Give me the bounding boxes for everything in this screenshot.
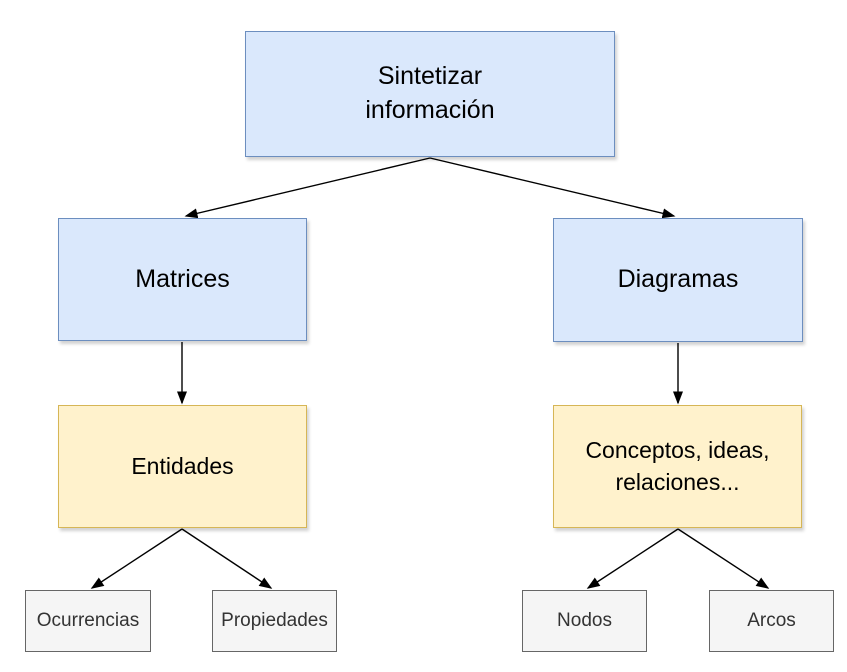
connector-conceptos-arcos: [677, 528, 770, 589]
node-arcos: Arcos: [709, 590, 834, 652]
connector-root-matrices: [184, 157, 431, 219]
node-matrices: Matrices: [58, 218, 307, 341]
connector-entidades-propiedades: [181, 528, 273, 589]
node-ocurrencias: Ocurrencias: [25, 590, 151, 652]
connector-root-diagramas: [429, 157, 676, 219]
node-diagramas: Diagramas: [553, 218, 803, 342]
node-conceptos-ideas-relaciones: Conceptos, ideas, relaciones...: [553, 405, 802, 528]
node-nodos: Nodos: [522, 590, 647, 652]
node-propiedades: Propiedades: [212, 590, 337, 652]
connector-conceptos-nodos: [586, 528, 679, 589]
connector-entidades-ocurrencias: [90, 528, 183, 589]
node-sintetizar-informacion: Sintetizar información: [245, 31, 615, 157]
node-entidades: Entidades: [58, 405, 307, 528]
